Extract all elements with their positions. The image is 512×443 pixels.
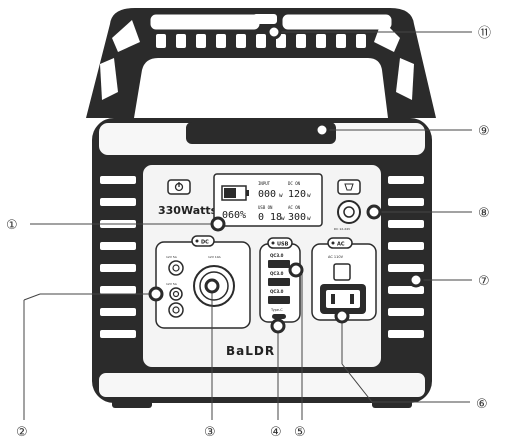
dc-port-1[interactable] [168, 260, 184, 276]
ac-value: 300 [288, 212, 306, 223]
battery-percent: 060% [222, 210, 246, 221]
battery-level-bar [224, 188, 236, 198]
ac-unit: w [307, 215, 311, 222]
type-c-label: Type-C [270, 308, 283, 312]
callout-6: ⑥ [476, 397, 488, 412]
dc-button-label: DC [201, 240, 209, 246]
ac-output-label: AC 110V [328, 255, 344, 259]
model-label: 330Watts [158, 204, 218, 217]
dc-port-1-label: 12V 5A [166, 255, 178, 259]
dc-port-2[interactable] [168, 302, 184, 318]
lcd-display [213, 173, 323, 227]
input-label: INPUT [258, 181, 271, 186]
dc-button[interactable] [191, 235, 215, 247]
usb-button[interactable] [267, 237, 293, 249]
car-port-label: 12V 10A [208, 255, 222, 259]
callout-7: ⑦ [478, 274, 490, 289]
dc-value: 120 [288, 189, 306, 200]
ac-button[interactable] [327, 237, 353, 249]
usb-a-port-1[interactable] [268, 260, 290, 268]
dc-port-3[interactable] [169, 287, 183, 301]
callout-5: ⑤ [294, 425, 306, 440]
callout-8: ⑧ [478, 206, 490, 221]
front-panel: 330Watts 060% INPUT 000 w DC ON 120 w US… [141, 163, 383, 369]
callout-2: ② [16, 425, 28, 440]
ac-outlet-ground-cover [333, 263, 351, 281]
dc-input-label: DC 12-24V [334, 227, 351, 231]
input-value: 000 [258, 189, 276, 200]
qc1-label: QC3.0 [270, 253, 284, 258]
brand-logo: BaLDR [226, 344, 275, 358]
callout-3: ③ [204, 425, 216, 440]
qc3-label: QC3.0 [270, 289, 284, 294]
power-icon [174, 182, 184, 192]
callout-numbers: ① ② ③ ④ ⑤ ⑥ ⑦ ⑧ ⑨ ⑪ [6, 26, 491, 440]
callout-4: ④ [270, 425, 282, 440]
ac-button-label: AC [337, 242, 345, 248]
qc2-label: QC3.0 [270, 271, 284, 276]
dc-unit: w [307, 192, 311, 199]
usb-on-label: USB ON [258, 205, 273, 210]
dc-on-label: DC ON [288, 181, 301, 186]
dc-port-2-label: 12V 5A [166, 282, 178, 286]
usb-c-port[interactable] [272, 314, 286, 319]
input-unit: w [279, 192, 283, 199]
usb-a-port-3[interactable] [268, 296, 290, 304]
usb-value: 0 18 [258, 212, 282, 223]
callout-lines [23, 31, 472, 420]
ac-on-label: AC ON [288, 205, 301, 210]
callout-11: ⑪ [478, 26, 491, 41]
dc-input-port[interactable] [337, 200, 361, 224]
carry-handle [86, 8, 436, 118]
callout-markers [148, 24, 424, 334]
usb-button-label: USB [277, 242, 289, 248]
light-button[interactable] [337, 179, 361, 195]
bulb-icon [344, 183, 354, 191]
callout-9: ⑨ [478, 124, 490, 139]
usb-unit: w [281, 215, 285, 222]
usb-a-port-2[interactable] [268, 278, 290, 286]
callout-1: ① [6, 218, 18, 233]
